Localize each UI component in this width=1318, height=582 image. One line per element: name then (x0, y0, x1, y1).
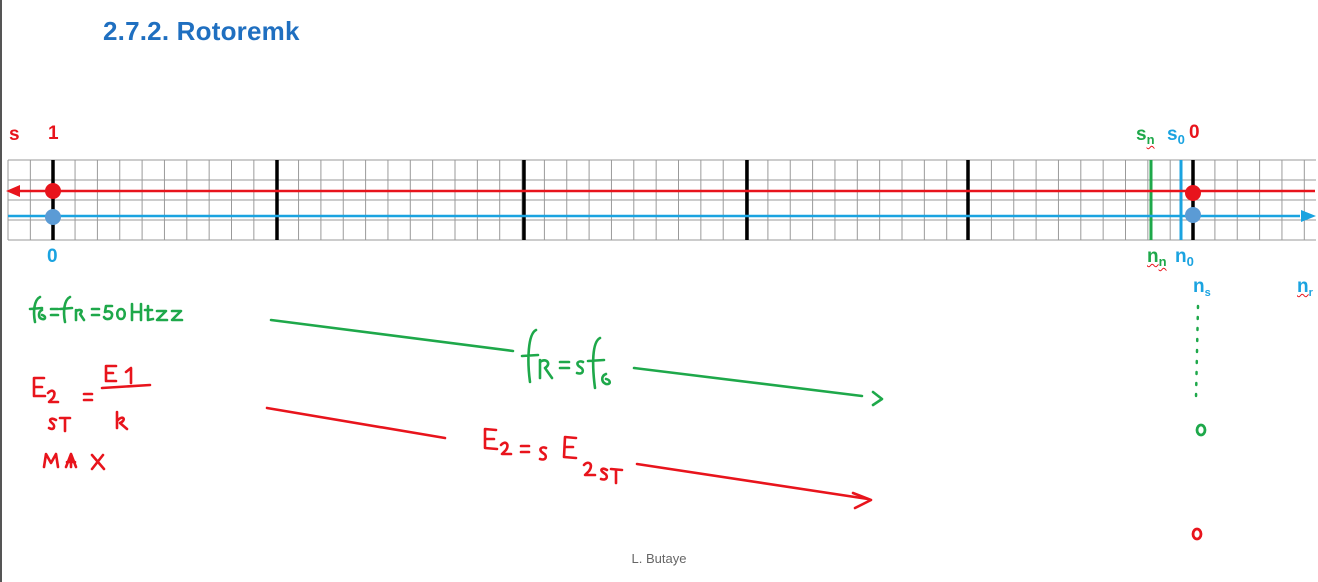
ns-label: ns (1193, 276, 1211, 299)
speed-zero-dot (45, 209, 61, 225)
major-ticks (51, 160, 1195, 240)
hw-emf-eq (32, 364, 152, 471)
sn-label: sn (1136, 124, 1155, 147)
footer-author: L. Butaye (631, 551, 687, 566)
hw-freq-eq (28, 295, 184, 324)
slip-one-label: 1 (48, 123, 59, 144)
slip-one-dot (45, 183, 61, 199)
nr-label: nr (1297, 276, 1313, 299)
hw-rotor-emf (265, 406, 873, 510)
slip-zero-label: 0 (1189, 122, 1200, 143)
hw-rotor-freq (269, 318, 884, 407)
grid (7, 159, 1316, 241)
ns-dotted-line (1194, 304, 1200, 400)
slide-title: 2.7.2. Rotoremk (103, 16, 300, 46)
s0-label: s0 (1167, 124, 1185, 147)
hw-end-marks (1191, 423, 1207, 541)
speed-arrow-head (1301, 210, 1316, 222)
slip-arrow-head (6, 185, 20, 197)
sync-speed-dot (1185, 207, 1201, 223)
speed-zero-label: 0 (47, 246, 58, 267)
nn-label: nn (1147, 246, 1167, 269)
slip-symbol-label: s (9, 124, 20, 145)
slip-zero-dot (1185, 185, 1201, 201)
n0-label: n0 (1175, 246, 1194, 269)
slide-left-border (0, 0, 2, 582)
end-mark-red (1191, 527, 1203, 541)
end-mark-green (1195, 423, 1207, 437)
